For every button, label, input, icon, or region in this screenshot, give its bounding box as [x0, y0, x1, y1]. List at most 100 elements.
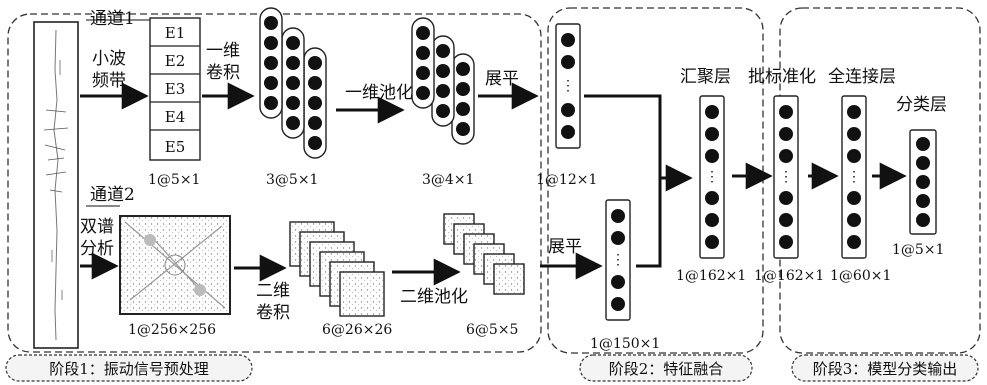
pool1d-node: [456, 102, 470, 116]
conv1d-node: [264, 36, 278, 50]
flatten-top-node: [561, 125, 575, 139]
conv2d-map: [340, 272, 384, 316]
pool2d-map: [494, 264, 524, 294]
classification-label: 分类层: [896, 95, 947, 115]
aggregation-node: [705, 235, 719, 249]
bispectrum-label-line2: 分析: [80, 239, 114, 259]
pool1d-feature-maps: [412, 18, 474, 144]
classification-node: [916, 137, 930, 151]
band-e5: E5: [165, 138, 186, 156]
conv1d-node: [286, 56, 300, 70]
dim-conv2d: 6@26×26: [322, 322, 392, 338]
channel1-label: 通道1: [90, 9, 135, 29]
wavelet-bands-stack: E1 E2 E3 E4 E5: [150, 18, 200, 160]
dim-batchnorm: 1@162×1: [754, 268, 824, 284]
aggregation-label: 汇聚层: [680, 67, 731, 87]
dim-bispectrum: 1@256×256: [128, 322, 216, 338]
classification-node: [916, 156, 930, 170]
dim-classification: 1@5×1: [892, 242, 944, 258]
conv1d-label-line1: 一维: [206, 41, 240, 61]
pool1d-node: [436, 104, 450, 118]
conv1d-node: [308, 136, 322, 150]
conv1d-feature-maps: [260, 8, 326, 158]
batchnorm-node: [779, 191, 793, 205]
conv2d-feature-maps: [290, 222, 384, 316]
batchnorm-node: [779, 127, 793, 141]
merge-arrow-bottom: [636, 178, 660, 266]
dim-bands: 1@5×1: [148, 172, 200, 188]
batchnorm-node: [779, 149, 793, 163]
band-e3: E3: [165, 80, 186, 98]
pool1d-node: [456, 122, 470, 136]
band-e2: E2: [165, 52, 186, 70]
flatten-bottom-ellipsis: ⋮: [611, 252, 625, 268]
batchnorm-node: [779, 105, 793, 119]
conv1d-node: [308, 116, 322, 130]
bispectrum-label-line1: 双谱: [80, 217, 114, 237]
flatten-bottom-label: 展平: [548, 237, 582, 257]
fully-connected-node: [847, 105, 861, 119]
aggregation-node: [705, 191, 719, 205]
dim-aggregation: 1@162×1: [676, 268, 746, 284]
aggregation-node: [705, 127, 719, 141]
aggregation-vector: ⋮: [700, 96, 724, 258]
conv1d-label-line2: 卷积: [206, 63, 240, 83]
fully-connected-node: [847, 191, 861, 205]
batchnorm-node: [779, 235, 793, 249]
pool1d-node: [436, 64, 450, 78]
pool1d-node: [416, 46, 430, 60]
flatten-top-vector: ⋮: [556, 24, 580, 148]
pool2d-label: 二维池化: [400, 287, 468, 307]
stage1-label: 阶段1：振动信号预处理: [6, 355, 252, 381]
stage3-label: 阶段3：模型分类输出: [792, 355, 978, 381]
batchnorm-node: [779, 213, 793, 227]
stage1-text: 阶段1：振动信号预处理: [49, 360, 209, 378]
dim-pool2d: 6@5×5: [466, 322, 518, 338]
band-e1: E1: [165, 24, 186, 42]
pool1d-node: [416, 26, 430, 40]
pool1d-node: [416, 66, 430, 80]
dim-flatten-top: 1@12×1: [536, 172, 597, 188]
flatten-top-node: [561, 103, 575, 117]
aggregation-node: [705, 105, 719, 119]
conv2d-label-line1: 二维: [256, 281, 290, 301]
batchnorm-label: 批标准化: [748, 67, 816, 87]
aggregation-node: [705, 213, 719, 227]
flatten-top-node: [561, 33, 575, 47]
fully-connected-node: [847, 235, 861, 249]
merge-arrow-top: [584, 96, 690, 178]
conv1d-node: [308, 76, 322, 90]
dim-conv1d: 3@5×1: [266, 172, 318, 188]
stage2-text: 阶段2：特征融合: [609, 360, 724, 378]
pool1d-node: [456, 82, 470, 96]
conv1d-node: [308, 96, 322, 110]
vibration-signal-image: [34, 22, 78, 348]
aggregation-ellipsis: ⋮: [705, 169, 719, 185]
fully-connected-ellipsis: ⋮: [847, 169, 861, 185]
conv1d-node: [308, 56, 322, 70]
flatten-bottom-node: [611, 275, 625, 289]
pool1d-label: 一维池化: [345, 83, 413, 103]
classification-node: [916, 194, 930, 208]
channel2-label: 通道2: [90, 185, 135, 205]
batchnorm-vector: ⋮: [774, 96, 798, 258]
pool1d-node: [436, 44, 450, 58]
conv1d-node: [264, 56, 278, 70]
flatten-top-node: [561, 55, 575, 69]
pool1d-node: [436, 84, 450, 98]
flatten-bottom-node: [611, 231, 625, 245]
fully-connected-node: [847, 149, 861, 163]
pool2d-feature-maps: [444, 214, 524, 294]
classification-vector: [910, 130, 936, 234]
fully-connected-label: 全连接层: [828, 67, 896, 87]
conv1d-node: [286, 36, 300, 50]
conv1d-node: [264, 76, 278, 90]
flatten-bottom-node: [611, 297, 625, 311]
band-e4: E4: [165, 108, 186, 126]
conv1d-node: [286, 96, 300, 110]
conv1d-node: [286, 116, 300, 130]
batchnorm-ellipsis: ⋮: [779, 169, 793, 185]
stage3-text: 阶段3：模型分类输出: [813, 360, 958, 378]
